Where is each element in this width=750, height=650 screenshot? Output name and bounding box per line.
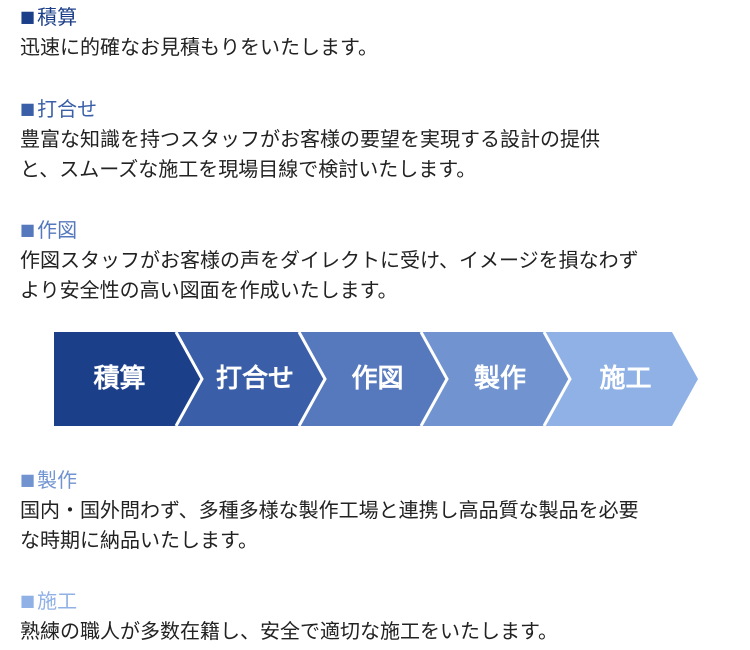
- flow-divider-chevron-icon: [419, 332, 449, 426]
- description-line: 作図スタッフがお客様の声をダイレクトに受け、イメージを損なわず: [20, 248, 639, 272]
- section-heading: ■ 積算: [20, 4, 740, 30]
- section-sakuzu: ■ 作図 作図スタッフがお客様の声をダイレクトに受け、イメージを損なわず より安…: [20, 217, 740, 305]
- description-line: な時期に納品いたします。: [20, 528, 258, 552]
- description-line: と、スムーズな施工を現場目線で検討いたします。: [20, 157, 477, 181]
- section-description: 熟練の職人が多数在籍し、安全で適切な施工をいたします。: [20, 616, 740, 646]
- flow-step-shape: [299, 332, 447, 426]
- square-marker-icon: ■: [20, 591, 36, 610]
- section-title: 打合せ: [37, 97, 98, 121]
- flow-divider-chevron-icon: [542, 332, 572, 426]
- section-title: 積算: [37, 5, 78, 29]
- flow-step-seko: 施工: [599, 364, 652, 394]
- section-description: 迅速に的確なお見積もりをいたします。: [20, 32, 740, 62]
- flow-step-shape: [176, 332, 325, 426]
- section-uchiawase: ■ 打合せ 豊富な知識を持つスタッフがお客様の要望を実現する設計の提供 と、スム…: [20, 96, 740, 184]
- flow-step-shape: [544, 332, 698, 426]
- flow-step-uchiawase: 打合せ: [216, 364, 295, 394]
- flow-step-sekisan: 積算: [93, 364, 146, 394]
- section-title: 製作: [37, 468, 78, 492]
- section-heading: ■ 製作: [20, 467, 740, 493]
- section-seisaku: ■ 製作 国内・国外問わず、多種多様な製作工場と連携し高品質な製品を必要 な時期…: [20, 467, 740, 555]
- flow-divider-chevron-icon: [297, 332, 327, 426]
- flow-step-seisaku: 製作: [474, 364, 527, 394]
- section-description: 作図スタッフがお客様の声をダイレクトに受け、イメージを損なわず より安全性の高い…: [20, 245, 740, 305]
- flow-step-shape: [54, 332, 202, 426]
- description-line: 熟練の職人が多数在籍し、安全で適切な施工をいたします。: [20, 619, 558, 643]
- section-description: 豊富な知識を持つスタッフがお客様の要望を実現する設計の提供 と、スムーズな施工を…: [20, 124, 740, 184]
- flow-step-sakuzu: 作図: [351, 364, 404, 394]
- square-marker-icon: ■: [20, 7, 36, 26]
- description-line: 迅速に的確なお見積もりをいたします。: [20, 35, 378, 59]
- section-title: 作図: [37, 218, 78, 242]
- description-line: 国内・国外問わず、多種多様な製作工場と連携し高品質な製品を必要: [20, 498, 639, 522]
- section-heading: ■ 施工: [20, 588, 740, 614]
- section-description: 国内・国外問わず、多種多様な製作工場と連携し高品質な製品を必要 な時期に納品いた…: [20, 495, 740, 555]
- section-heading: ■ 作図: [20, 217, 740, 243]
- section-sekisan: ■ 積算 迅速に的確なお見積もりをいたします。: [20, 4, 740, 62]
- process-flow: 積算 打合せ 作図 製作 施工: [54, 332, 698, 426]
- square-marker-icon: ■: [20, 99, 36, 118]
- square-marker-icon: ■: [20, 470, 36, 489]
- flow-step-shape: [421, 332, 570, 426]
- flow-divider-chevron-icon: [174, 332, 204, 426]
- section-heading: ■ 打合せ: [20, 96, 740, 122]
- section-seko: ■ 施工 熟練の職人が多数在籍し、安全で適切な施工をいたします。: [20, 588, 740, 646]
- square-marker-icon: ■: [20, 220, 36, 239]
- section-title: 施工: [37, 589, 78, 613]
- description-line: 豊富な知識を持つスタッフがお客様の要望を実現する設計の提供: [20, 127, 600, 151]
- process-flow-graphic: [54, 332, 698, 426]
- description-line: より安全性の高い図面を作成いたします。: [20, 278, 398, 302]
